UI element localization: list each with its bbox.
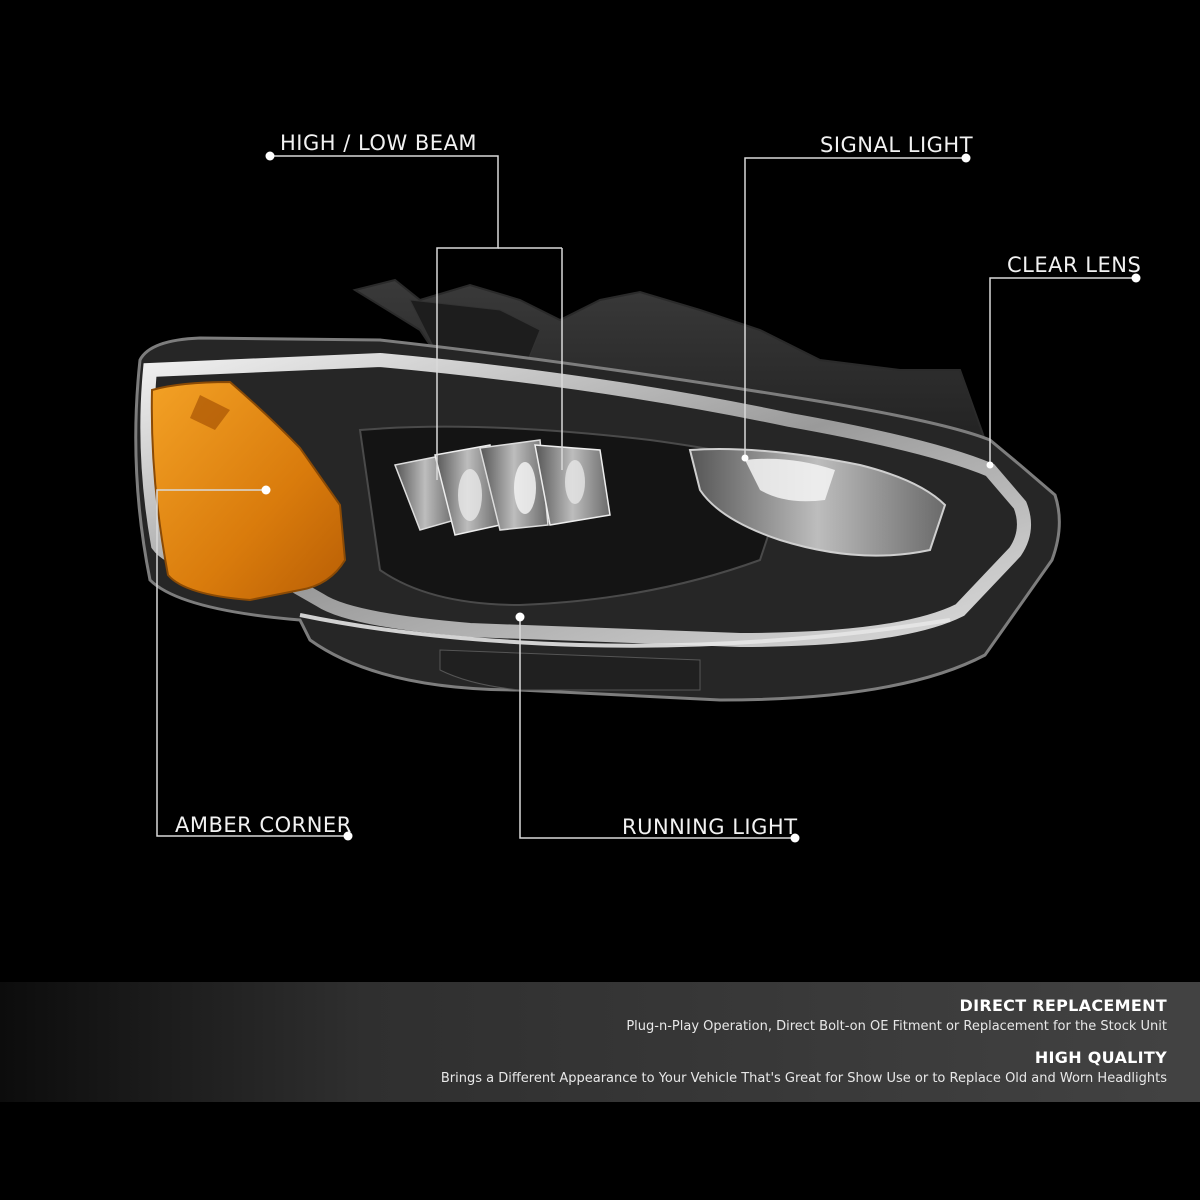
amber-reflector-highlight: [190, 395, 230, 430]
feature-title: HIGH QUALITY: [1034, 1048, 1167, 1067]
dot-high-low-beam: [265, 151, 275, 161]
callout-clear-lens: CLEAR LENS: [1007, 253, 1142, 277]
callout-amber-corner: AMBER CORNER: [175, 813, 352, 837]
feature-description: Brings a Different Appearance to Your Ve…: [440, 1071, 1167, 1086]
running-light-strip: [299, 613, 951, 648]
dot-running-light: [515, 612, 525, 622]
callout-running-light: RUNNING LIGHT: [622, 815, 798, 839]
dot-clear-lens: [1131, 273, 1141, 283]
feature-direct-replacement: DIRECT REPLACEMENT Plug-n-Play Operation…: [626, 996, 1167, 1034]
dot-amber-corner-end: [343, 831, 353, 841]
dot-running-light-end: [790, 833, 800, 843]
dot-amber-corner: [261, 485, 271, 495]
feature-description: Plug-n-Play Operation, Direct Bolt-on OE…: [626, 1019, 1167, 1034]
leader-lines: [156, 155, 1136, 839]
feature-high-quality: HIGH QUALITY Brings a Different Appearan…: [441, 1048, 1167, 1086]
feature-title: DIRECT REPLACEMENT: [959, 996, 1167, 1015]
lower-lens-detail: [439, 649, 701, 691]
dot-signal-end: [741, 454, 749, 462]
leader-clear-lens: [989, 277, 1136, 465]
callout-signal-light: SIGNAL LIGHT: [820, 133, 974, 157]
feature-panel: [0, 982, 1200, 1102]
leader-signal-light: [744, 157, 966, 458]
leader-running-light: [519, 617, 795, 839]
callout-high-low-beam: HIGH / LOW BEAM: [280, 131, 478, 155]
leader-amber-corner: [156, 489, 348, 837]
signal-bulb: [745, 458, 835, 502]
dot-signal-light: [961, 153, 971, 163]
led-projector-group: [393, 439, 611, 536]
amber-corner-reflector: [150, 380, 347, 602]
dot-clear-lens-end: [986, 461, 994, 469]
leader-dots: [261, 151, 1141, 843]
